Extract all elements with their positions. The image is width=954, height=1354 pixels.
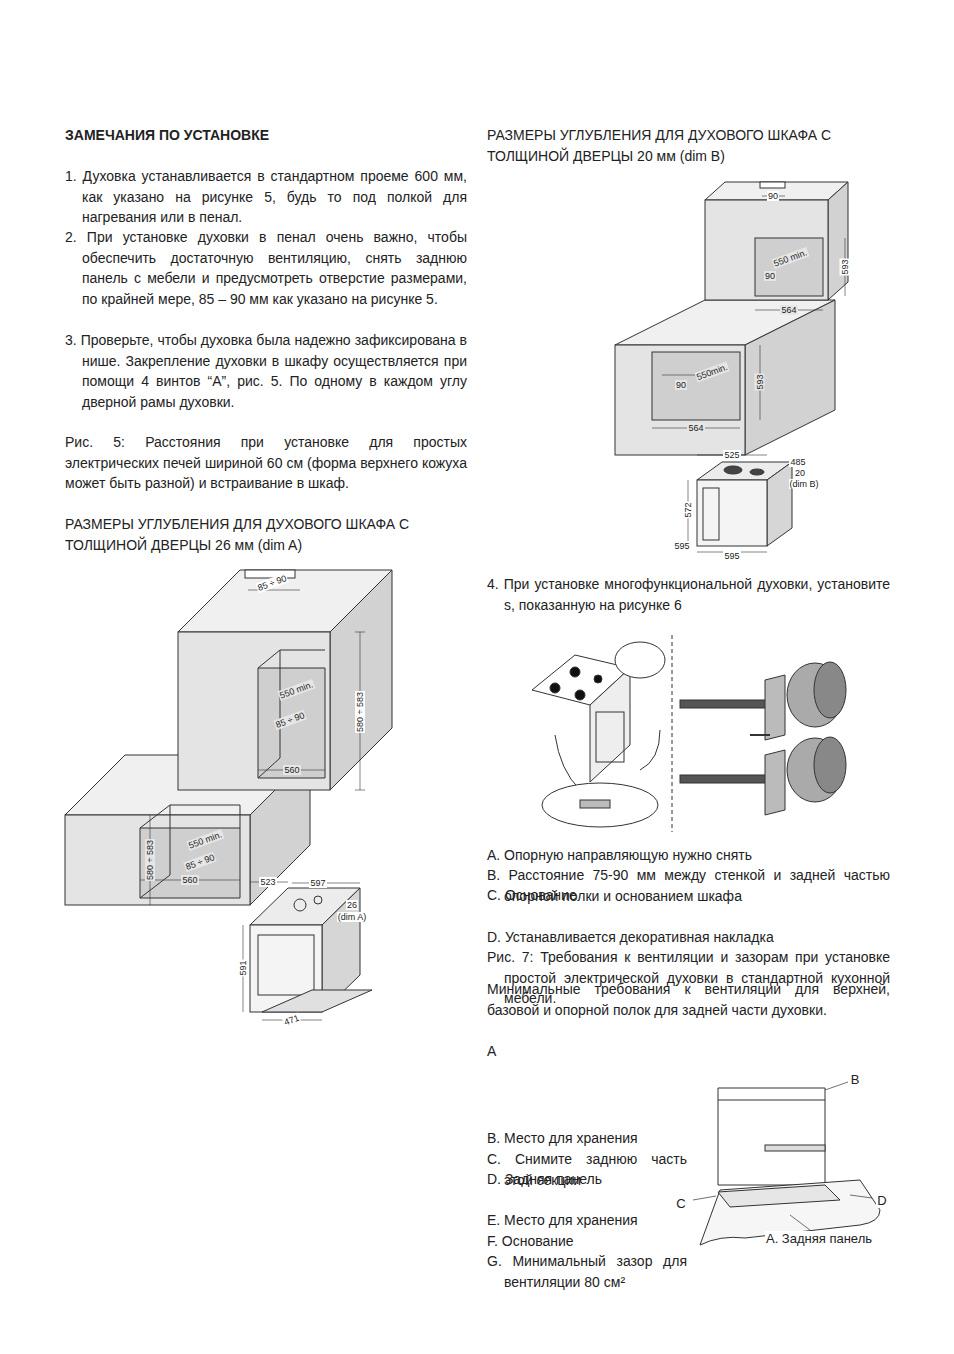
dimension: 90 (767, 191, 779, 201)
legend-item: B. Место для хранения (487, 1128, 687, 1149)
legend-item: A. Опорную направляющую нужно снять (487, 845, 890, 866)
dimension: 572 (683, 501, 693, 518)
legend-item: D. Задняя панель (487, 1169, 647, 1190)
dimension: 591 (238, 959, 248, 976)
list-item: 2. При установке духовки в пенал очень в… (65, 227, 467, 309)
dimension: 90 (675, 380, 687, 390)
dimension: 523 (259, 877, 276, 887)
dimension: (dim A) (337, 912, 368, 922)
figure-caption: Рис. 5: Расстояния при установке для про… (65, 432, 467, 494)
legend-item: C. Основание (487, 885, 890, 906)
section-heading: РАЗМЕРЫ УГЛУБЛЕНИЯ ДЛЯ ДУХОВОГО ШКАФА С … (65, 514, 467, 555)
dimension: 593 (840, 258, 850, 275)
figure-caption: Минимальные требования к вентиляции для … (487, 979, 890, 1020)
section-heading: РАЗМЕРЫ УГЛУБЛЕНИЯ ДЛЯ ДУХОВОГО ШКАФА С … (487, 125, 890, 166)
dimension: 580 ÷ 583 (355, 691, 365, 733)
dimension: 595 (723, 551, 740, 561)
dimension: 90 (764, 271, 776, 281)
dimension: 26 (346, 900, 358, 910)
dimension: 595 (673, 541, 690, 551)
dimension: (dim B) (789, 479, 820, 489)
legend-item: D. Устанавливается декоративная накладка (487, 927, 890, 948)
dimension: 580 ÷ 583 (145, 839, 155, 881)
dimension: 597 (309, 878, 326, 888)
dimension: 20 (794, 468, 806, 478)
page-title: ЗАМЕЧАНИЯ ПО УСТАНОВКЕ (65, 125, 269, 145)
list-item: 1. Духовка устанавливается в стандартном… (65, 166, 467, 228)
dimension: 525 (723, 450, 740, 460)
callout-letter: A. Задняя панель (765, 1231, 873, 1246)
callout-letter: C (675, 1196, 686, 1211)
figure-note: A (487, 1041, 890, 1062)
dimension: 560 (283, 765, 300, 775)
dimension: 471 (282, 1012, 301, 1027)
list-item: 4. При установке многофункциональной дух… (487, 574, 890, 615)
dimension: 593 (755, 373, 765, 390)
legend-item: F. Основание (487, 1231, 687, 1252)
dimension: 485 (789, 457, 806, 467)
dimension: 564 (687, 423, 704, 433)
dimension: 564 (780, 305, 797, 315)
list-item: 3. Проверьте, чтобы духовка была надежно… (65, 330, 467, 412)
callout-letter: D (876, 1193, 887, 1208)
callout-letter: B (850, 1072, 861, 1087)
legend-item: Рис. 7: Требования к вентиляции и зазора… (487, 947, 890, 1009)
legend-item: G. Минимальный зазор для вентиляции 80 с… (487, 1251, 687, 1292)
legend-item: E. Место для хранения (487, 1210, 687, 1231)
dimension: 560 (181, 875, 198, 885)
